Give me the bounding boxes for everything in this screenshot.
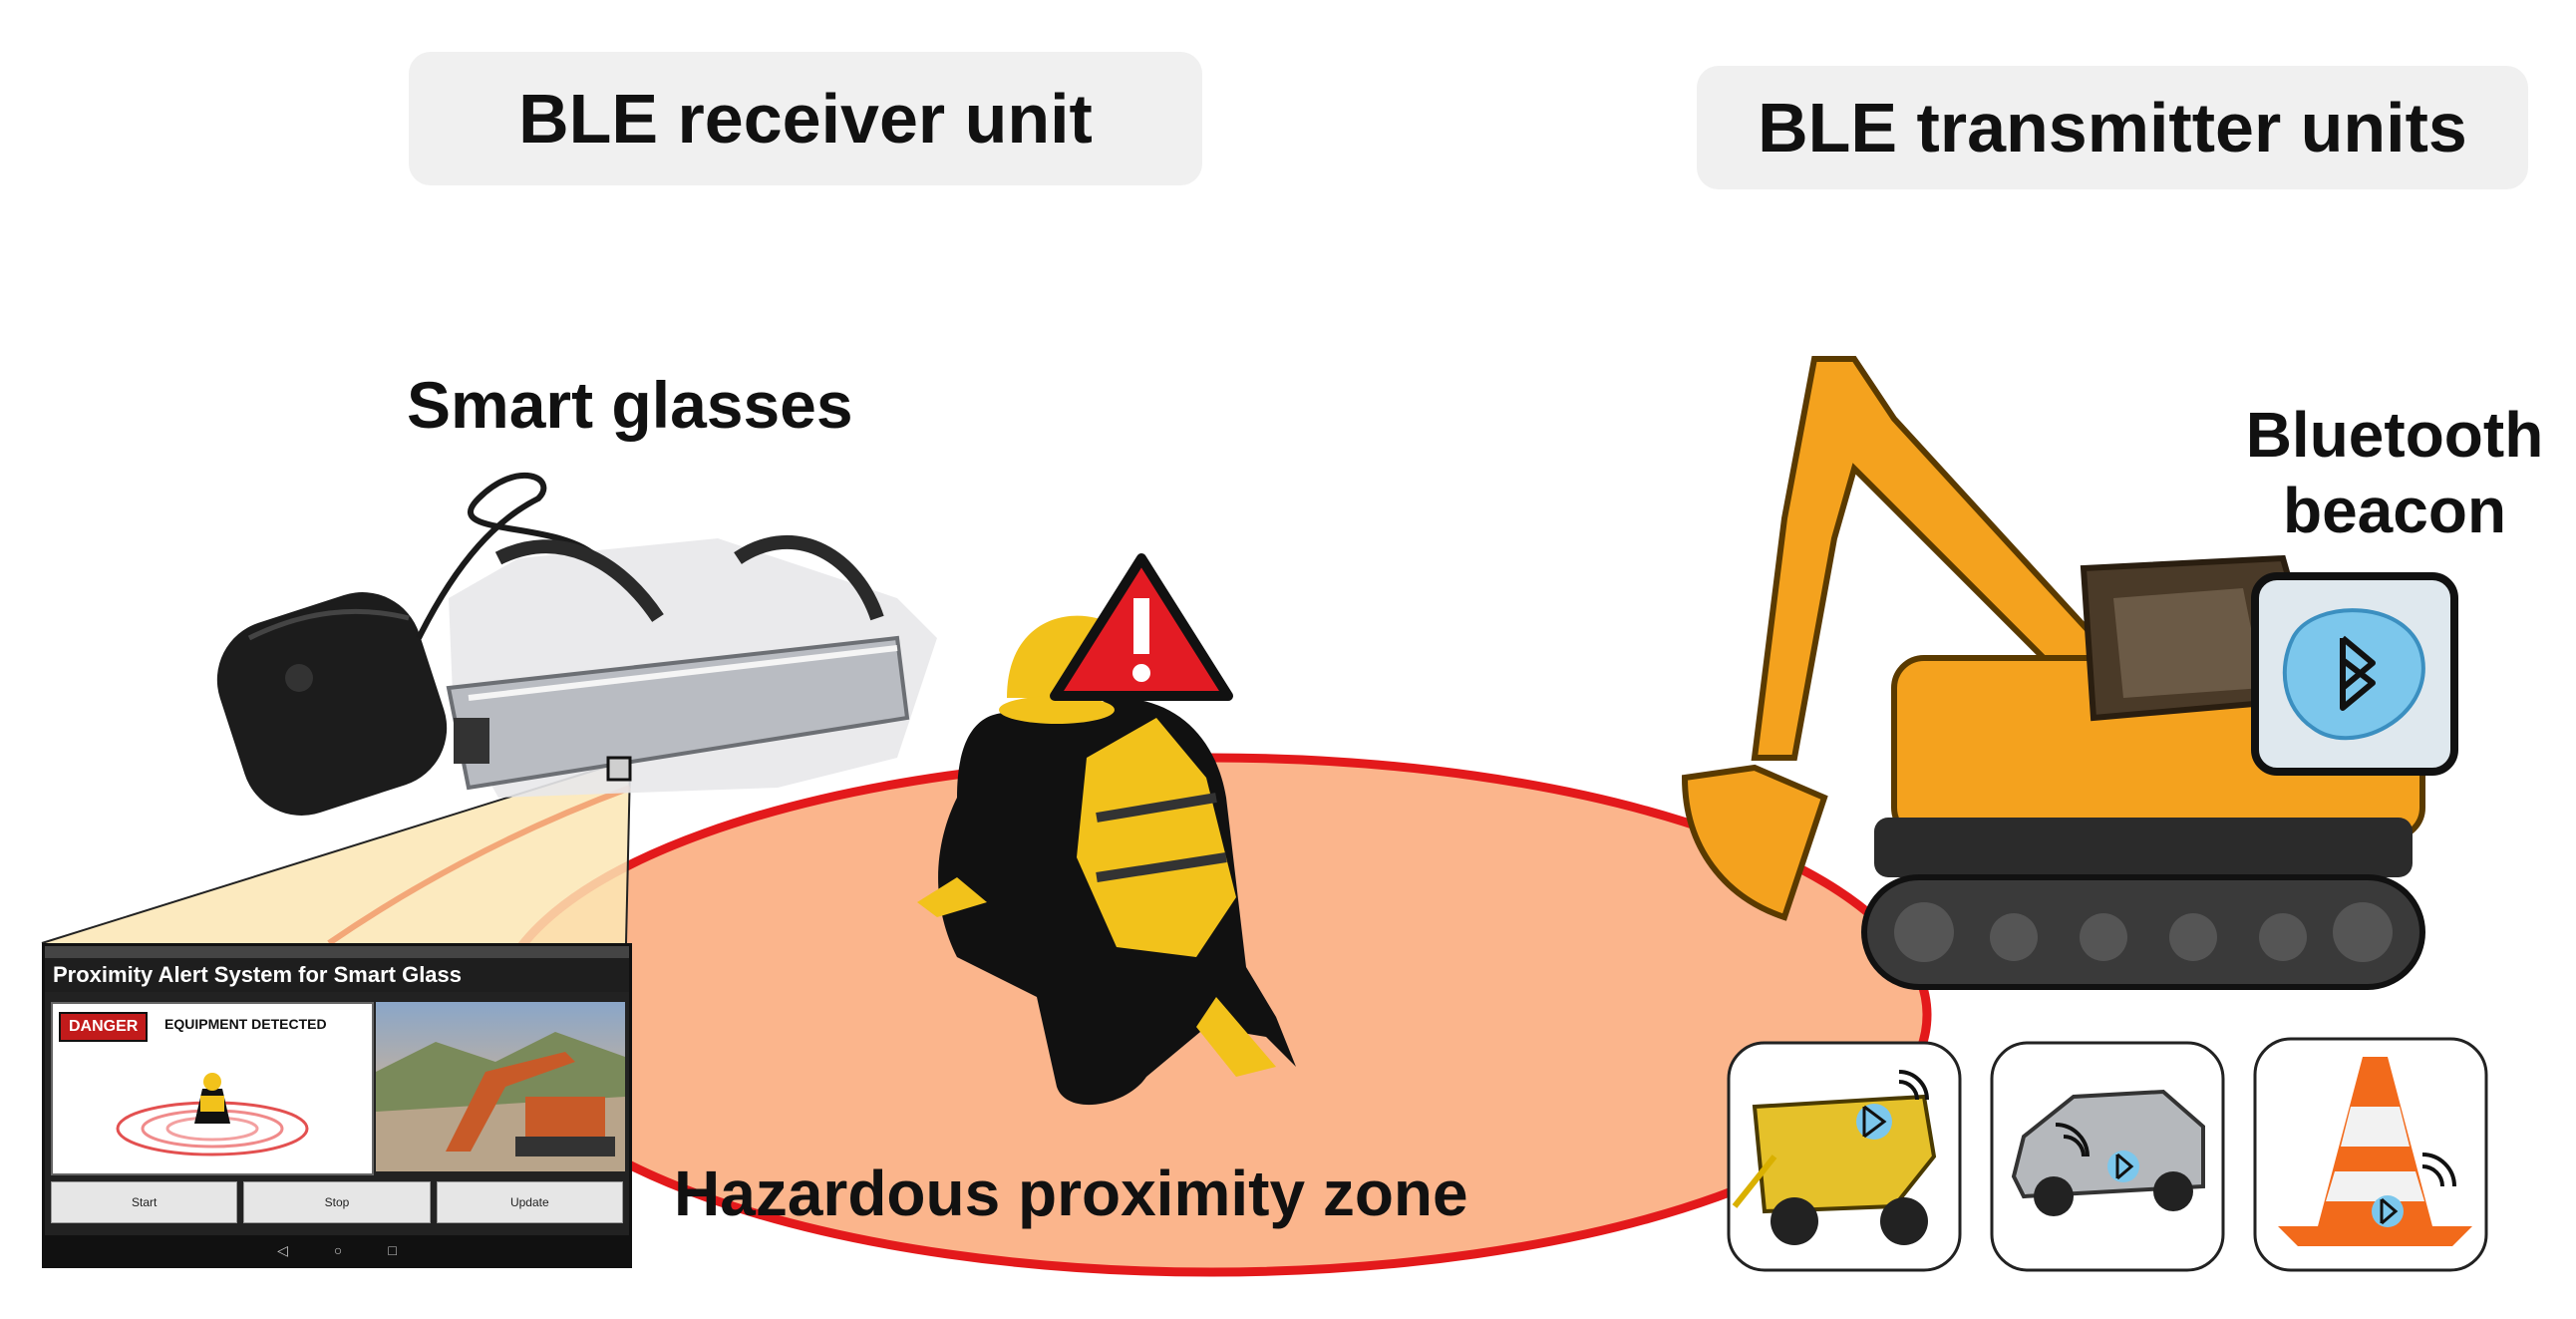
- danger-badge: DANGER: [59, 1012, 149, 1042]
- alert-panel: DANGER EQUIPMENT DETECTED: [51, 1002, 374, 1175]
- smart-glasses-controller: [216, 592, 448, 816]
- screen-app-title: Proximity Alert System for Smart Glass: [45, 958, 629, 992]
- recents-icon[interactable]: □: [388, 1242, 397, 1258]
- bluetooth-beacon-label-line2: beacon: [2282, 475, 2507, 546]
- smart-glasses-screen: Proximity Alert System for Smart Glass D…: [42, 943, 632, 1268]
- worker-silhouette: [917, 615, 1296, 1106]
- smart-glasses: [446, 534, 937, 798]
- screen-button-row: Start Stop Update: [51, 1181, 623, 1223]
- camera-view-photo: [376, 1002, 625, 1171]
- android-nav-bar: ◁ ○ □: [45, 1235, 629, 1265]
- bluetooth-beacon-card: [2251, 572, 2458, 776]
- start-button[interactable]: Start: [51, 1181, 238, 1223]
- view-cone: [42, 768, 630, 943]
- receiver-unit-header: BLE receiver unit: [409, 52, 1202, 185]
- home-icon[interactable]: ○: [333, 1242, 343, 1258]
- bluetooth-beacon-label: Bluetooth beacon: [2225, 397, 2564, 548]
- receiver-unit-title: BLE receiver unit: [518, 80, 1093, 158]
- hazard-zone-label: Hazardous proximity zone: [674, 1157, 1468, 1229]
- smart-glasses-label: Smart glasses: [407, 368, 853, 442]
- transmitter-units-header: BLE transmitter units: [1697, 66, 2528, 189]
- bluetooth-beacon-label-line1: Bluetooth: [2245, 399, 2544, 471]
- excavator: [1681, 356, 2425, 990]
- update-button[interactable]: Update: [436, 1181, 623, 1223]
- back-icon[interactable]: ◁: [277, 1241, 288, 1258]
- suv-card: [1990, 1041, 2225, 1272]
- bluetooth-icon: [2340, 635, 2376, 711]
- equipment-detected-label: EQUIPMENT DETECTED: [164, 1016, 327, 1032]
- mining-truck-card: [1727, 1041, 1962, 1272]
- screen-status-bar: [45, 946, 629, 958]
- alert-zone-graphic: [116, 1073, 309, 1156]
- warning-icon: [1050, 553, 1233, 701]
- stop-button[interactable]: Stop: [243, 1181, 431, 1223]
- traffic-cone-card: [2253, 1037, 2488, 1272]
- transmitter-units-title: BLE transmitter units: [1758, 89, 2467, 166]
